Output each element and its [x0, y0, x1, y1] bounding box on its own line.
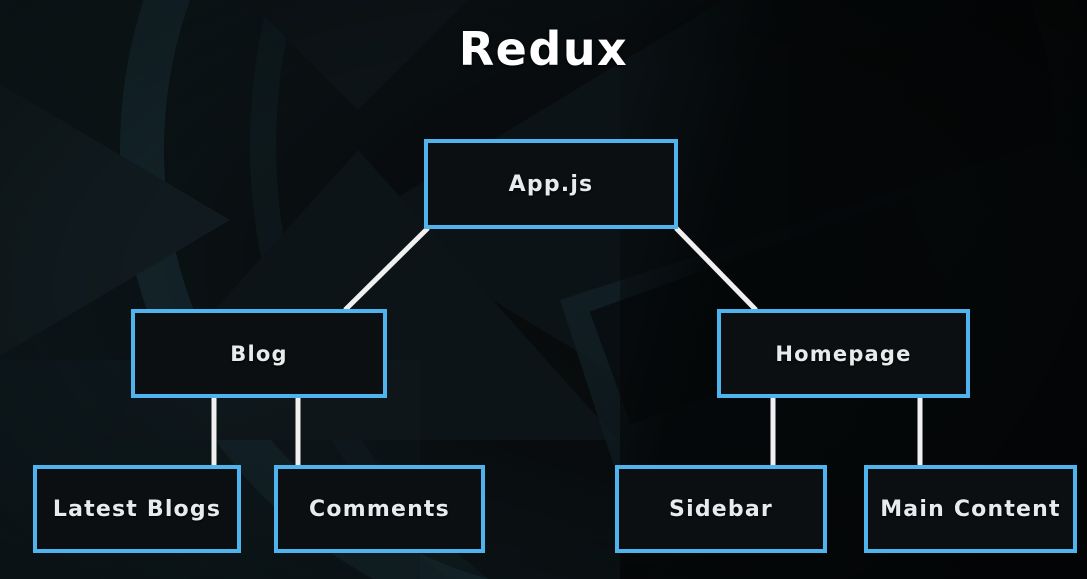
- connector-app-to-homepage: [674, 226, 758, 312]
- connector-app-to-blog: [343, 226, 430, 312]
- node-label-app-js: App.js: [508, 171, 594, 197]
- node-label-homepage: Homepage: [775, 341, 912, 366]
- node-label-main-content: Main Content: [880, 496, 1061, 522]
- node-label-latest-blogs: Latest Blogs: [52, 496, 222, 522]
- node-blog[interactable]: Blog: [131, 309, 387, 398]
- node-latest-blogs[interactable]: Latest Blogs: [33, 465, 241, 553]
- node-main-content[interactable]: Main Content: [864, 465, 1077, 553]
- node-app-js[interactable]: App.js: [424, 139, 678, 229]
- node-label-sidebar: Sidebar: [669, 496, 773, 522]
- node-sidebar[interactable]: Sidebar: [615, 465, 827, 553]
- node-homepage[interactable]: Homepage: [717, 309, 970, 398]
- node-comments[interactable]: Comments: [274, 465, 485, 553]
- node-label-comments: Comments: [309, 496, 450, 522]
- page-title: Redux: [458, 22, 629, 76]
- node-label-blog: Blog: [230, 341, 288, 366]
